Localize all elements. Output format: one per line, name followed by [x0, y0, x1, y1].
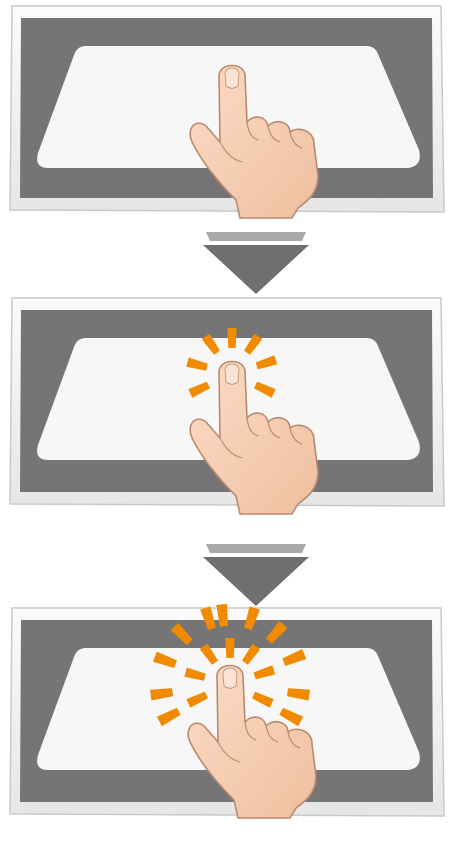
arrow-head: [203, 245, 309, 294]
down-arrow-icon: [203, 232, 309, 294]
step-3-panel: [10, 604, 444, 818]
arrow-head: [203, 557, 309, 606]
burst-ray: [225, 638, 235, 658]
fingernail: [225, 364, 239, 384]
arrow-stripe: [206, 232, 306, 241]
step-2-panel: [10, 298, 444, 514]
burst-ray: [227, 328, 237, 348]
fingernail: [223, 668, 237, 688]
fingernail: [225, 68, 239, 88]
step-1-panel: [10, 6, 444, 218]
arrow-stripe: [206, 544, 306, 553]
down-arrow-icon: [203, 544, 309, 606]
